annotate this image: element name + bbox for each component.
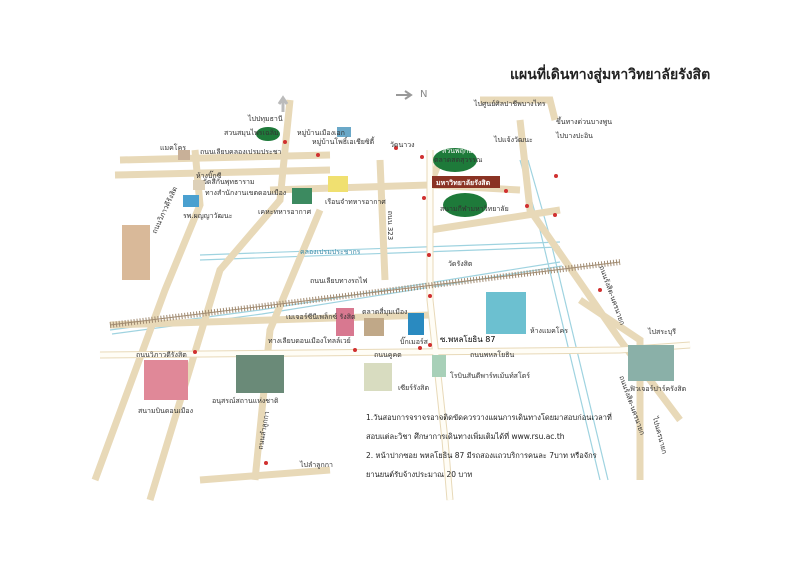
direction-markers bbox=[193, 140, 602, 465]
label-phahon: ถนนพหลโยธิน bbox=[470, 351, 515, 359]
label-kukot: ถนนคูคต bbox=[374, 351, 402, 359]
label-chaengwattana: ไปแจ้งวัฒนะ bbox=[494, 136, 533, 144]
label-soi87: ซ.พหลโยธิน 87 bbox=[440, 335, 496, 344]
label-lotus: ห้างบิ๊กซี bbox=[196, 172, 222, 180]
label-donmuang: ทางเลียบดอนเมืองโทลล์เวย์ bbox=[268, 337, 351, 345]
north-arrow-icon bbox=[396, 90, 413, 100]
label-stadium: สนามบินดอนเมือง bbox=[138, 407, 193, 415]
note-line: 2. หน้าปากซอย พหลโยธิน 87 มีรถสองแถวบริก… bbox=[366, 451, 597, 460]
label-khlong-main: คลองเปรมประชากร bbox=[300, 248, 361, 256]
railway-line bbox=[109, 261, 621, 326]
label-bangpa-in: ไปบางปะอิน bbox=[556, 132, 593, 140]
label-lamlukka: ไปลำลูกกา bbox=[300, 461, 333, 469]
travel-notes: 1.วันสอบการจราจรอาจติดขัดควรวางแผนการเดิ… bbox=[366, 408, 612, 484]
label-district: ทางสำนักงานเขตดอนเมือง bbox=[205, 189, 287, 197]
label-airport-road: ถนนวิภาวดีรังสิต bbox=[136, 351, 187, 359]
buildings bbox=[122, 127, 674, 400]
north-label: N bbox=[420, 89, 428, 100]
note-line: 1.วันสอบการจราจรอาจติดขัดควรวางแผนการเดิ… bbox=[366, 413, 612, 422]
label-bangsai: ไปศูนย์ศิลปาชีพบางไทร bbox=[474, 100, 546, 108]
label-bigc: บิ๊กเมอร์ส bbox=[400, 338, 428, 346]
label-monument: อนุสรณ์สถานแห่งชาติ bbox=[212, 397, 279, 405]
university-building bbox=[432, 176, 500, 188]
label-wat-rangsit: วัดรังสิต bbox=[448, 260, 473, 268]
label-saraburi: ไปสระบุรี bbox=[648, 328, 676, 336]
label-future2: ฟิวเจอร์ปาร์ครังสิต bbox=[630, 385, 687, 393]
label-u-south: สนามกีฬามหาวิทยาลัย bbox=[440, 205, 509, 213]
note-line: ยานยนต์รับจ้างประมาณ 20 บาท bbox=[366, 470, 473, 479]
label-market: ตลาดสี่มุมเมือง bbox=[362, 308, 408, 316]
label-u-north: สวนพฤกษศาสตร์ bbox=[442, 147, 494, 155]
park bbox=[256, 127, 280, 141]
label-canal-road: ถนนเลียบคลองเปรมประชา bbox=[200, 148, 282, 156]
label-wat-nava: วัดนาวง bbox=[390, 141, 415, 149]
map-title: แผนที่เดินทางสู่มหาวิทยาลัยรังสิต bbox=[510, 67, 711, 83]
label-pathum: ไปปทุมธานี bbox=[248, 115, 283, 123]
label-park-north: สวนสมุนไพรเฉลิม bbox=[224, 129, 279, 137]
park bbox=[443, 193, 487, 217]
label-air-force: เคหะทหารอากาศ bbox=[258, 208, 312, 216]
label-thai-market: ตลาดสดสุวรรณ bbox=[434, 156, 483, 164]
park bbox=[433, 148, 477, 172]
label-ekachai: หมู่บ้านโพธิ์เอเชียซิตี้ bbox=[312, 138, 375, 146]
label-village: หมู่บ้านเมืองเอก bbox=[297, 129, 345, 137]
label-railway-road: ถนนเลียบทางรถไฟ bbox=[310, 277, 368, 285]
label-rangsit-city: เซียร์รังสิต bbox=[398, 384, 430, 392]
label-future-park: เมเจอร์ซีนีเพล็กซ์ รังสิต bbox=[286, 313, 356, 321]
label-makro2: ห้างแมคโคร bbox=[530, 327, 568, 335]
label-rd-323: ถนน 323 bbox=[386, 210, 395, 241]
label-robinson: โรบินสันดีพาร์ทเม้นท์สโตร์ bbox=[450, 372, 531, 380]
arrow-up-icon bbox=[277, 95, 289, 112]
label-wat-phut: วัดสีกันพุทธาราม bbox=[203, 178, 255, 186]
label-makro: แมคโคร bbox=[160, 144, 187, 152]
label-tollway: ขึ้นทางด่วนบางพูน bbox=[556, 118, 612, 126]
university-label: มหาวิทยาลัยรังสิต bbox=[436, 179, 491, 187]
label-hospital: รพ.ผญญาวัฒนะ bbox=[183, 212, 233, 220]
note-line: สอบแต่ละวิชา ศึกษาการเดินทางเพิ่มเติมได้… bbox=[366, 432, 565, 441]
label-air-museum: เรือนจำทหารอากาศ bbox=[325, 198, 386, 206]
